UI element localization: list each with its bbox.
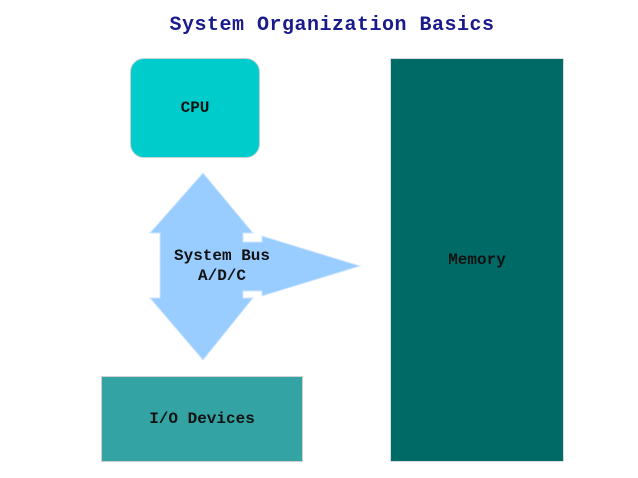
system-bus-label: System Bus A/D/C	[152, 246, 292, 286]
system-bus-shape	[148, 172, 362, 361]
system-bus-signals: A/D/C	[197, 267, 246, 285]
memory-box: Memory	[390, 58, 564, 462]
diagram-title: System Organization Basics	[169, 14, 495, 37]
memory-label: Memory	[448, 251, 506, 269]
io-devices-label: I/O Devices	[149, 410, 255, 428]
cpu-box: CPU	[130, 58, 260, 158]
io-devices-box: I/O Devices	[101, 376, 303, 462]
cpu-label: CPU	[180, 99, 210, 117]
system-bus-title: System Bus	[173, 247, 270, 265]
